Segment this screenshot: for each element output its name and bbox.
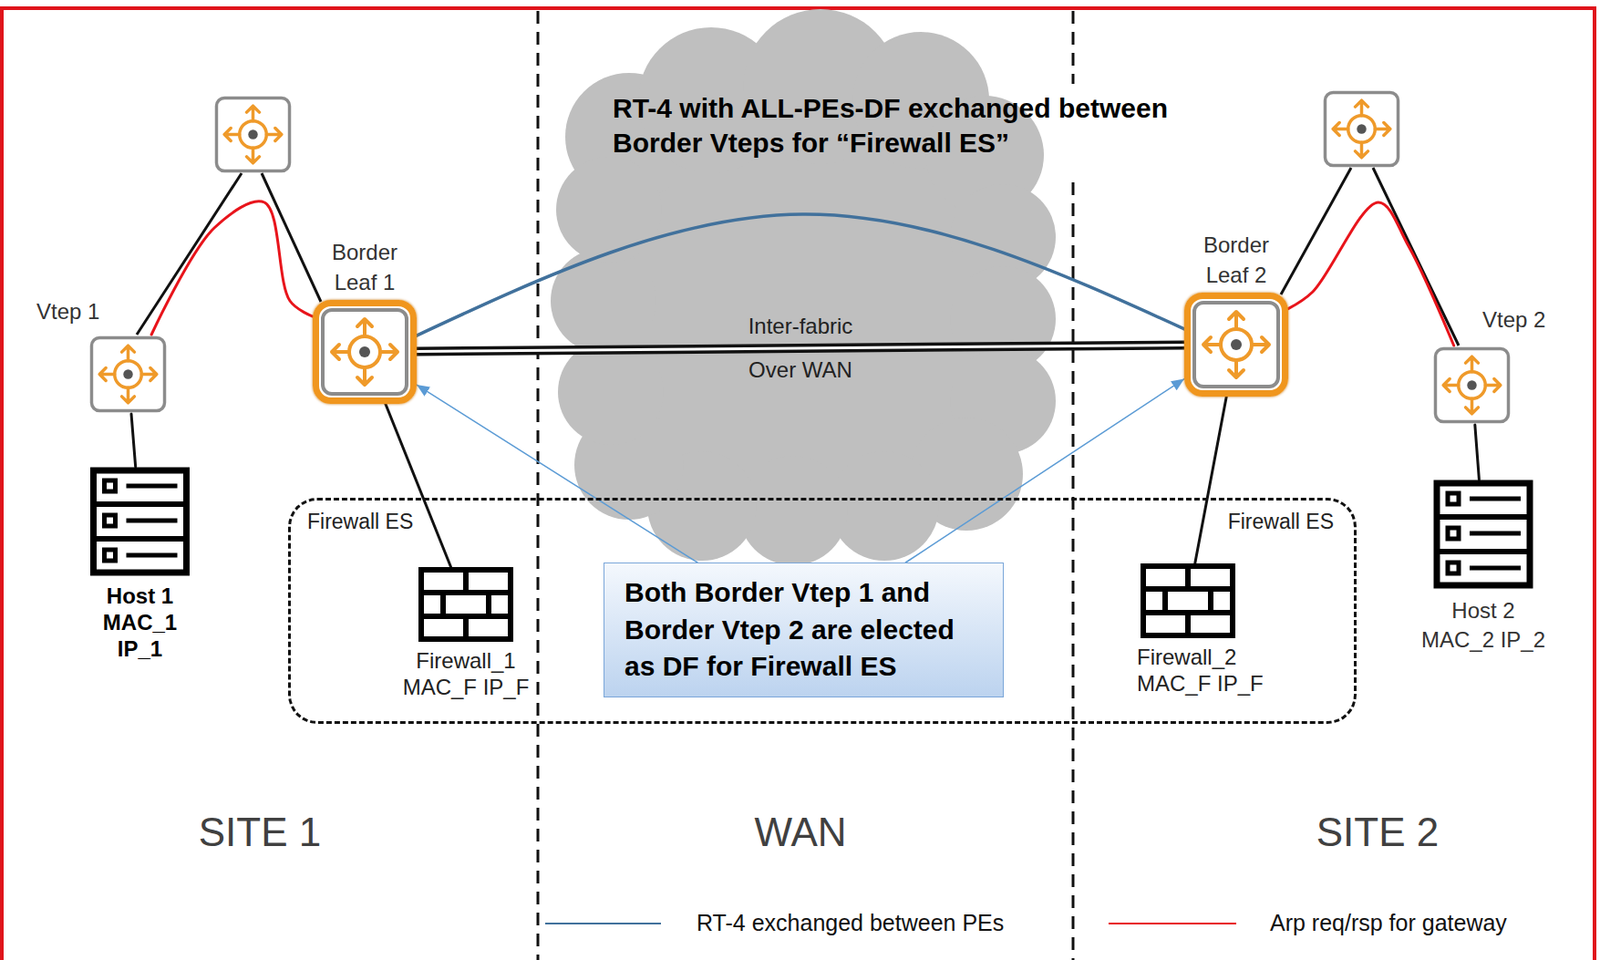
label-group: Firewall ES bbox=[1228, 509, 1334, 535]
wan-cloud bbox=[550, 9, 1056, 566]
ethernet-segment: Firewall ESFirewall ESFirewall_1MAC_F IP… bbox=[288, 497, 1357, 724]
spine-switch bbox=[1324, 92, 1398, 166]
arp-path bbox=[1288, 202, 1455, 346]
site-label: SITE 1 bbox=[123, 809, 397, 856]
edge-label: RT-4 with ALL-PEs-DF exchanged between B… bbox=[612, 91, 1201, 160]
vtep-switch: Vtep 2 bbox=[1432, 345, 1512, 425]
label-group: Border Leaf 2 bbox=[1190, 230, 1282, 290]
firewall-label: MAC_F IP_F bbox=[383, 673, 548, 701]
host-label: MAC_2 IP_2 bbox=[1392, 625, 1575, 655]
legend-entry: RT-4 exchanged between PEs bbox=[696, 909, 1004, 937]
label-group: Host 2MAC_2 IP_2 bbox=[1392, 596, 1575, 656]
legend-sample bbox=[1108, 922, 1237, 925]
label-group: Vtep 2 bbox=[1482, 305, 1546, 335]
segment-label: Firewall ES bbox=[1228, 509, 1334, 535]
vtep-switch: Vtep 1 bbox=[88, 334, 168, 414]
site-label-box: WAN bbox=[663, 809, 938, 856]
segment-label: Firewall ES bbox=[307, 509, 413, 535]
host-server: Host 2MAC_2 IP_2 bbox=[1433, 479, 1534, 589]
node-icon bbox=[1433, 479, 1534, 589]
frame-border bbox=[1, 8, 1595, 960]
node-icon bbox=[1432, 345, 1512, 425]
host-label: Host 2 bbox=[1392, 596, 1575, 626]
switch-label: Border Leaf 1 bbox=[319, 237, 411, 298]
firewall-label: Firewall_1 bbox=[383, 647, 548, 674]
host-label: MAC_1 bbox=[67, 609, 214, 637]
node-icon bbox=[418, 567, 514, 642]
edge-label-group: Inter-fabric Over WAN bbox=[736, 304, 865, 393]
firewall: Firewall_2MAC_F IP_F bbox=[1140, 563, 1236, 639]
legend-text: RT-4 exchanged between PEs bbox=[696, 909, 1004, 937]
host-label: IP_1 bbox=[67, 636, 214, 663]
legend-text: Arp req/rsp for gateway bbox=[1269, 909, 1508, 937]
label-group: Border Leaf 1 bbox=[319, 237, 411, 298]
label-group: Host 1MAC_1IP_1 bbox=[67, 583, 214, 662]
switch-label: Vtep 1 bbox=[36, 297, 100, 327]
node-icon bbox=[89, 466, 191, 577]
inter-fabric-link bbox=[416, 344, 1185, 351]
site-label-box: SITE 1 bbox=[123, 809, 397, 856]
link-line bbox=[1475, 424, 1480, 480]
site-label: SITE 2 bbox=[1240, 809, 1515, 856]
border-leaf-switch: Border Leaf 1 bbox=[312, 299, 417, 404]
spine-switch bbox=[216, 97, 290, 171]
host-server: Host 1MAC_1IP_1 bbox=[89, 466, 191, 577]
link-line bbox=[131, 413, 136, 467]
site-label: WAN bbox=[663, 809, 938, 856]
edge-label-group: RT-4 with ALL-PEs-DF exchanged between B… bbox=[612, 91, 1201, 160]
node-icon bbox=[88, 334, 168, 414]
link-line bbox=[385, 403, 452, 568]
label-group: Firewall_2MAC_F IP_F bbox=[1136, 643, 1264, 698]
node-icon bbox=[1190, 299, 1282, 391]
firewall-label: Firewall_2 bbox=[1136, 643, 1264, 671]
edge-label: Inter-fabric Over WAN bbox=[736, 304, 865, 393]
site-label-box: SITE 2 bbox=[1240, 809, 1515, 856]
callout-arrow bbox=[416, 384, 698, 563]
legend-sample bbox=[545, 922, 661, 925]
arp-path bbox=[151, 201, 313, 335]
label-group: Vtep 1 bbox=[36, 297, 100, 327]
callout-box: Both Border Vtep 1 and Border Vtep 2 are… bbox=[603, 562, 1004, 698]
callout-text: Both Border Vtep 1 and Border Vtep 2 are… bbox=[624, 574, 983, 686]
firewall-label: MAC_F IP_F bbox=[1136, 670, 1264, 697]
link-line bbox=[1195, 396, 1228, 564]
callout-arrow bbox=[905, 379, 1185, 563]
border-leaf-switch: Border Leaf 2 bbox=[1184, 292, 1289, 397]
label-group: Firewall ES bbox=[307, 509, 413, 535]
host-label: Host 1 bbox=[67, 583, 214, 610]
firewall: Firewall_1MAC_F IP_F bbox=[418, 567, 514, 642]
node-icon bbox=[319, 306, 411, 398]
label-group: Firewall_1MAC_F IP_F bbox=[383, 647, 548, 702]
node-icon bbox=[1140, 563, 1236, 639]
legend-entry: Arp req/rsp for gateway bbox=[1269, 909, 1508, 937]
switch-label: Border Leaf 2 bbox=[1190, 230, 1282, 290]
switch-label: Vtep 2 bbox=[1482, 305, 1546, 335]
